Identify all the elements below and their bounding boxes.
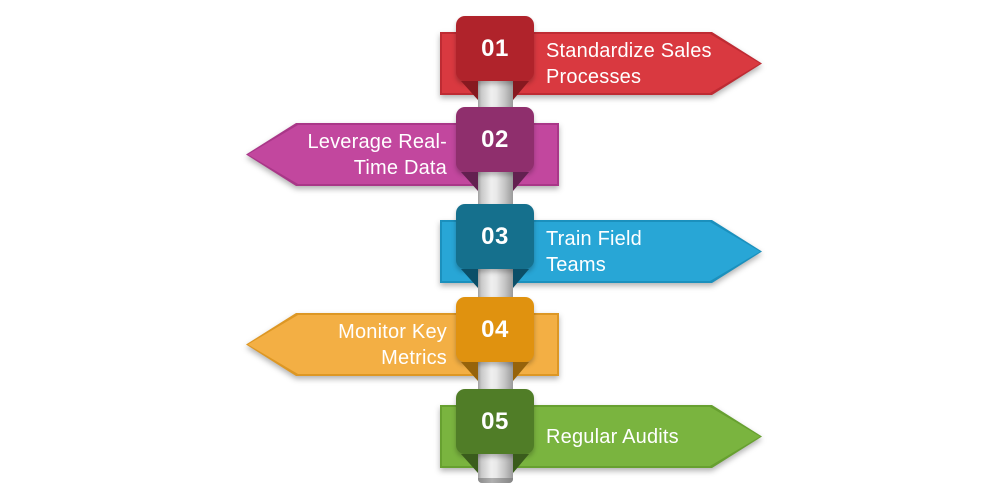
step-number-badge: 05 bbox=[456, 389, 534, 454]
step-label-line: Regular Audits bbox=[546, 425, 679, 448]
step-number: 04 bbox=[481, 315, 509, 343]
step-number: 02 bbox=[481, 125, 509, 153]
step-number: 03 bbox=[481, 222, 509, 250]
step-number-badge: 03 bbox=[456, 204, 534, 269]
step-number: 05 bbox=[481, 407, 509, 435]
step-label-line: Monitor Key bbox=[338, 320, 447, 343]
step-number-badge: 04 bbox=[456, 297, 534, 362]
step-label: Regular Audits bbox=[440, 405, 762, 468]
step-label-line: Standardize Sales bbox=[546, 39, 712, 62]
step-label-line: Metrics bbox=[381, 346, 447, 369]
step-label-line: Train Field bbox=[546, 227, 642, 250]
step-number-badge: 02 bbox=[456, 107, 534, 172]
step-number: 01 bbox=[481, 34, 509, 62]
step-label-line: Teams bbox=[546, 253, 606, 276]
step-label-line: Leverage Real- bbox=[307, 130, 447, 153]
step-number-badge: 01 bbox=[456, 16, 534, 81]
step-label: Leverage Real- Time Data bbox=[246, 123, 559, 186]
step-label-line: Processes bbox=[546, 65, 642, 88]
step-label-line: Time Data bbox=[353, 156, 447, 179]
